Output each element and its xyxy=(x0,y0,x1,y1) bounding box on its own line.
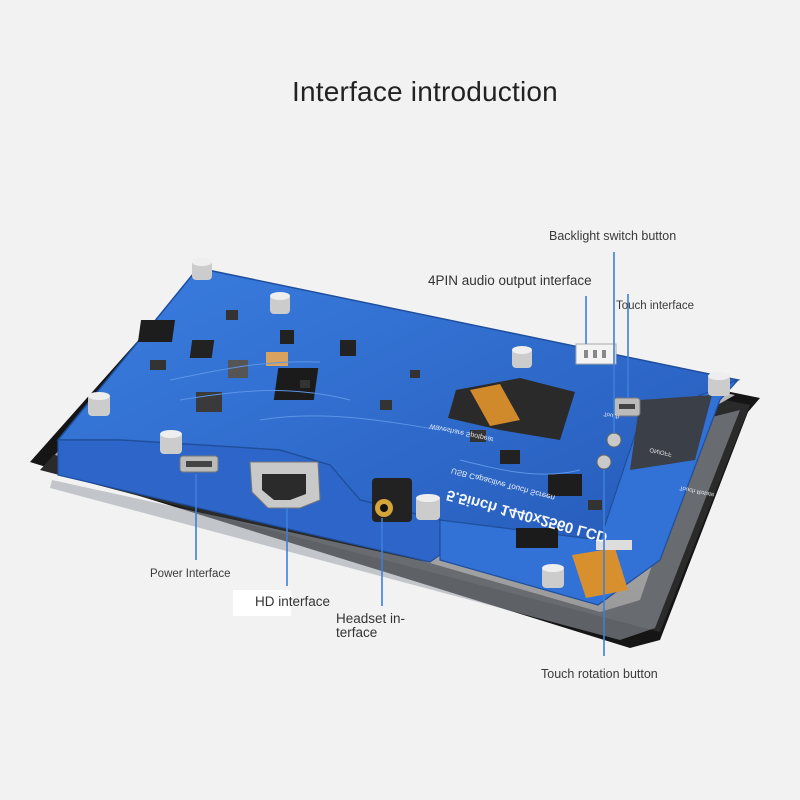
callout-backlight-switch-button: Backlight switch button xyxy=(549,229,677,243)
leader-lines xyxy=(195,252,629,656)
hdmi-port xyxy=(249,461,321,509)
standoff xyxy=(192,258,212,280)
standoff xyxy=(88,392,110,416)
hd-label-highlight xyxy=(233,590,291,616)
pcb-board xyxy=(56,267,741,606)
audio-4pin-connector xyxy=(575,343,617,365)
standoff xyxy=(708,372,730,396)
standoff xyxy=(160,430,182,454)
callout-audio-output-interface: 4PIN audio output interface xyxy=(428,273,592,288)
page-title: Interface introduction xyxy=(292,76,558,107)
silk-onoff-text: ON/OFF xyxy=(649,446,673,457)
silk-touch-text: Touch xyxy=(603,410,620,419)
headset-jack xyxy=(372,478,412,522)
callout-touch-interface: Touch interface xyxy=(616,300,694,312)
callout-hd-interface: HD interface xyxy=(255,594,331,609)
callout-headset-interface-line2: terface xyxy=(336,625,378,640)
standoffs xyxy=(88,258,730,588)
touch-rotation-button xyxy=(596,454,612,470)
pcb-components xyxy=(137,310,712,598)
backlight-button xyxy=(606,432,622,448)
callout-power-interface: Power Interface xyxy=(150,568,231,580)
standoff xyxy=(270,292,290,314)
micro-usb-power-port xyxy=(179,455,219,473)
standoff xyxy=(512,346,532,368)
standoff xyxy=(542,564,564,588)
callout-headset-interface-line1: Headset in- xyxy=(336,611,406,626)
standoff xyxy=(416,494,440,520)
callout-touch-rotation-button: Touch rotation button xyxy=(541,667,658,681)
